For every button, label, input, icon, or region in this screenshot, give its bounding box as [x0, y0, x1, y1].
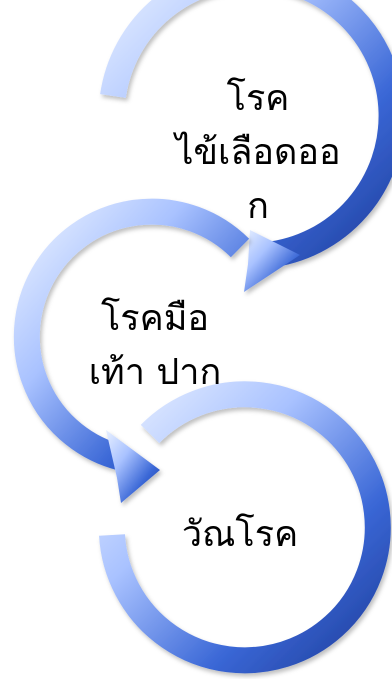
step-1-line-3: ก	[247, 186, 269, 227]
step-2-line-1: โรคมือ	[100, 298, 210, 339]
step-2-line-2: เท้า ปาก	[88, 352, 222, 393]
step-1-line-2: ไข้เลือดออ	[175, 132, 341, 173]
step-1-label: โรค ไข้เลือดออ ก	[148, 72, 368, 234]
step-2-label: โรคมือ เท้า ปาก	[40, 292, 270, 400]
step-3-label: วัณโรค	[150, 508, 330, 562]
cycle-arrow-1	[100, 0, 392, 292]
cycle-arrow-3	[99, 381, 391, 674]
step-1-line-1: โรค	[226, 78, 290, 119]
cycle-arrow-2	[13, 198, 250, 503]
step-3-line-1: วัณโรค	[181, 514, 299, 555]
